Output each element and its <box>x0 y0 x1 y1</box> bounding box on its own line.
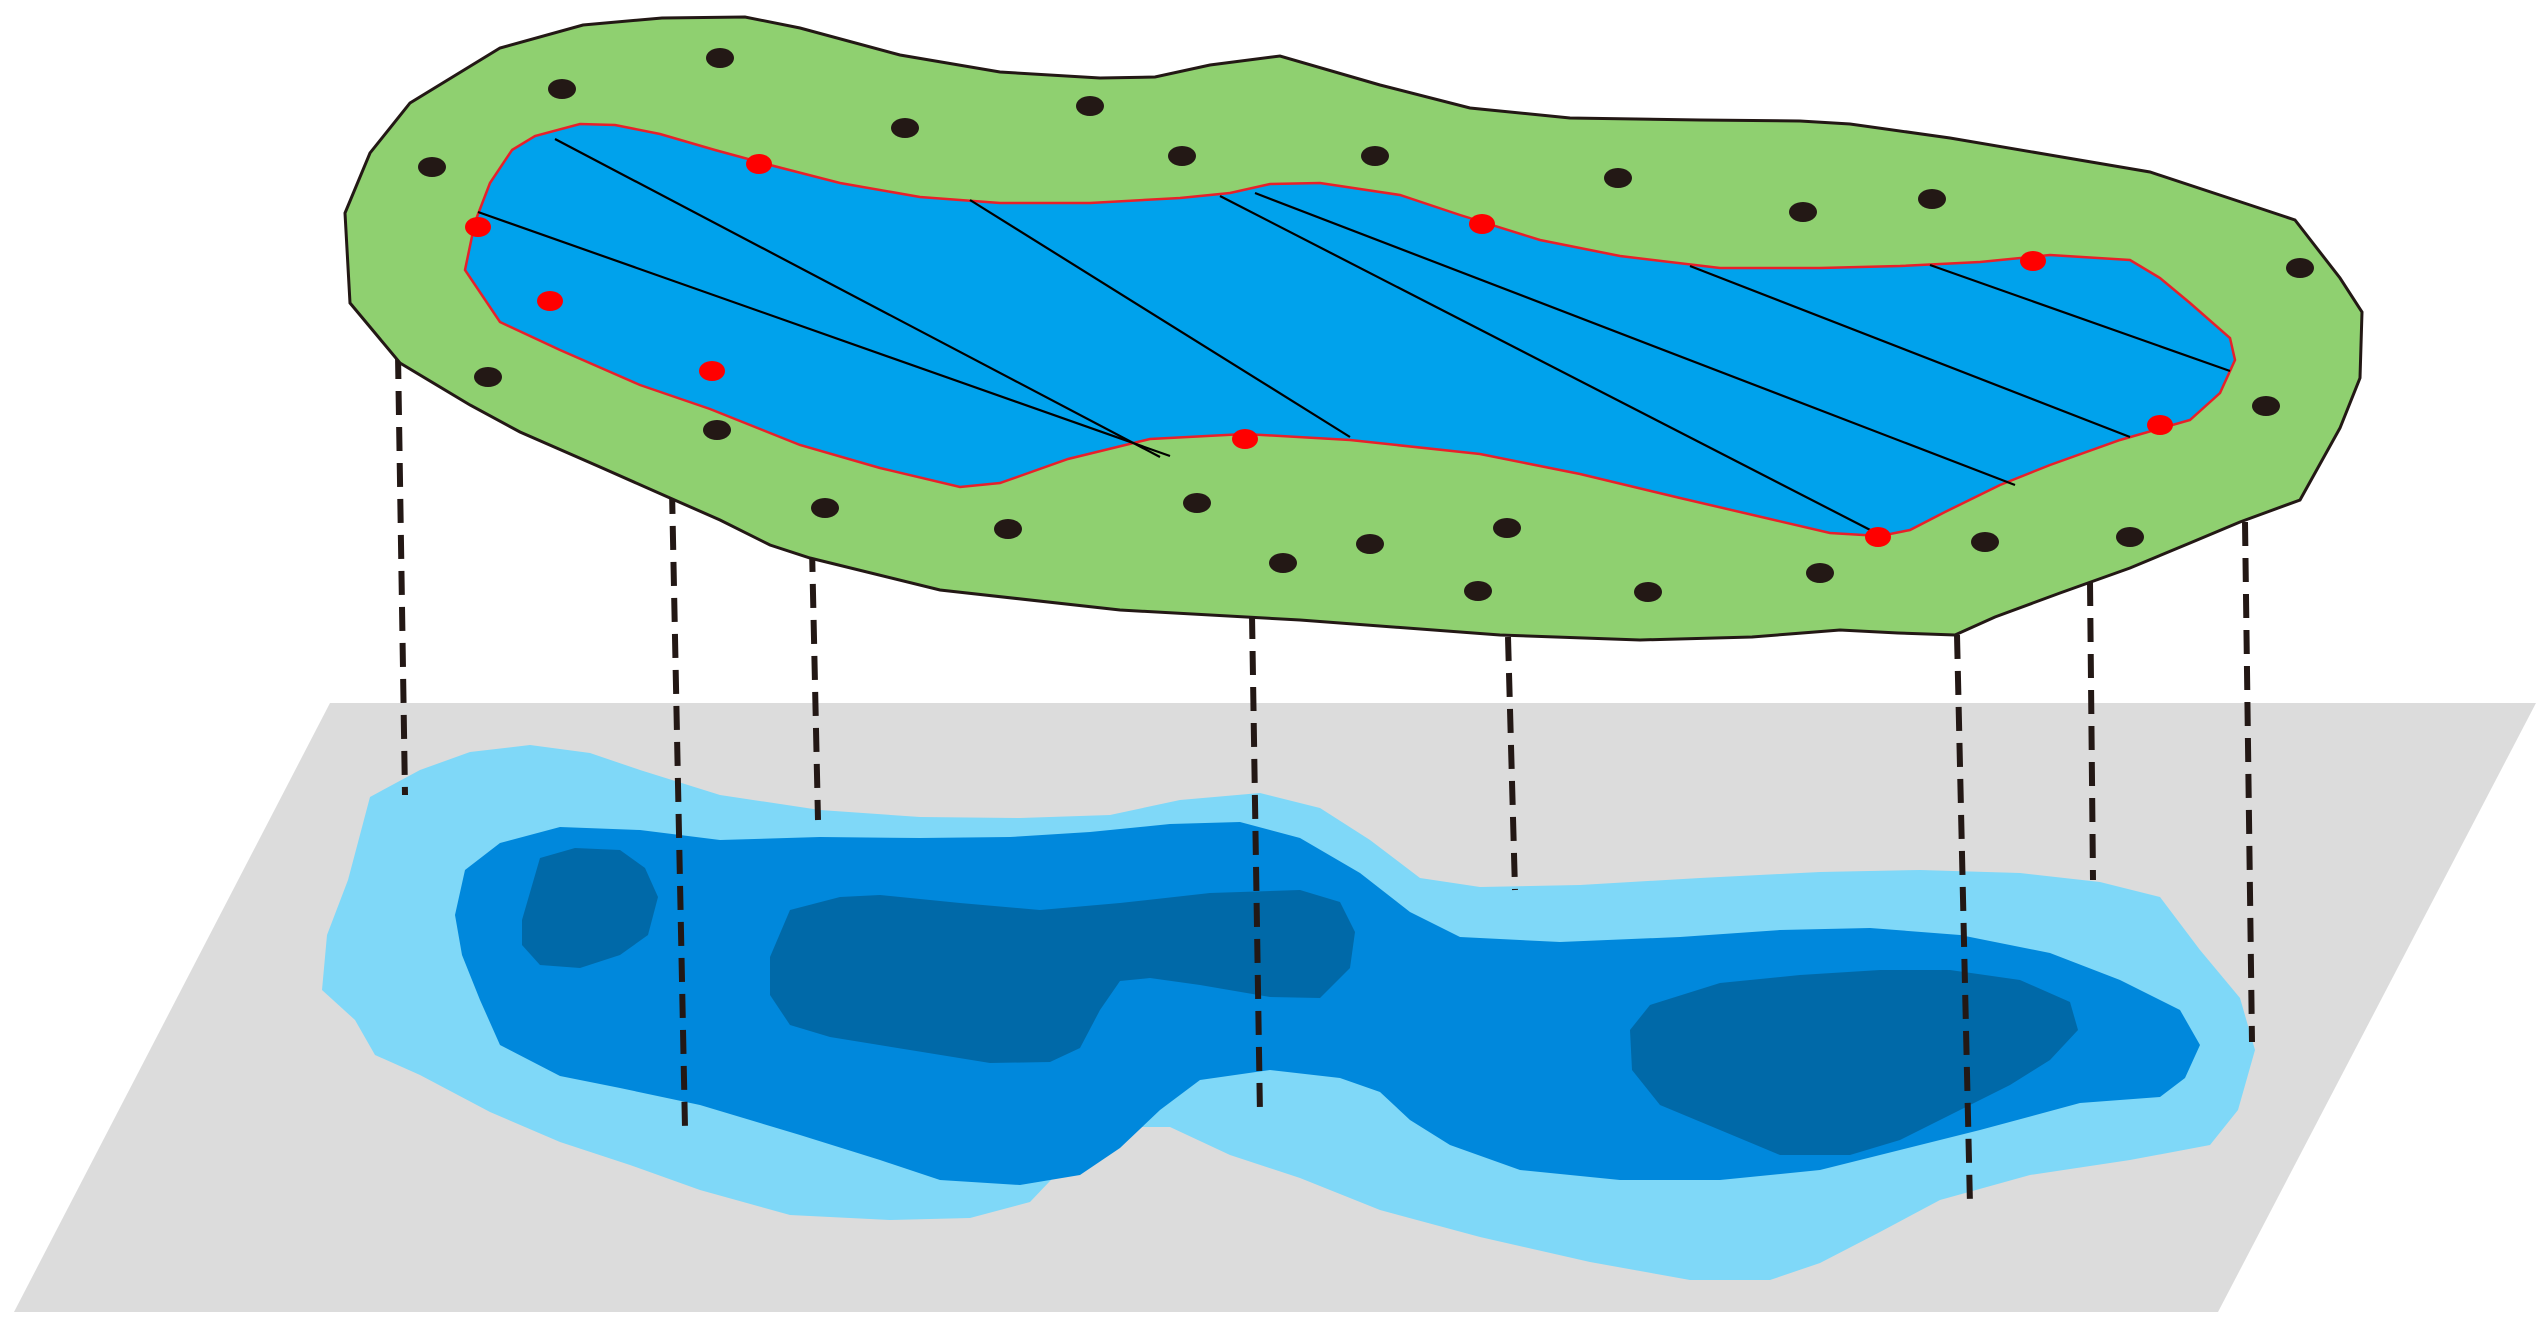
shoreline-survey-points <box>465 154 2173 547</box>
survey-transect-lines <box>477 138 2231 536</box>
deep-zone <box>522 848 658 968</box>
vertical-projection-lines <box>395 354 2255 1206</box>
water-area <box>463 122 2237 538</box>
land-survey-points <box>418 48 2314 602</box>
deep-zone <box>770 890 1355 1063</box>
